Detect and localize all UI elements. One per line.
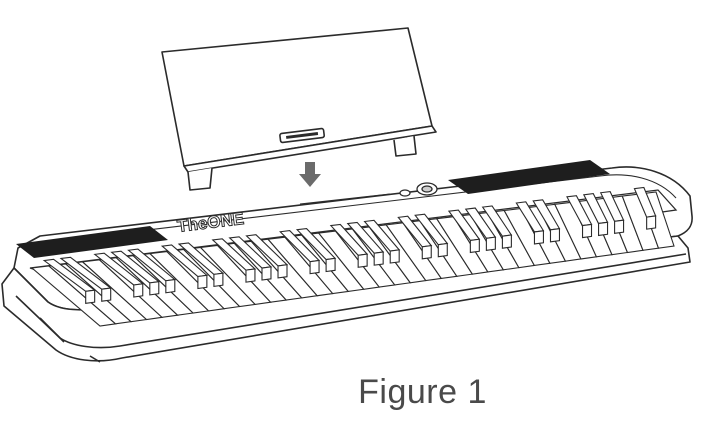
black-key-front: [197, 274, 208, 290]
black-key-front: [501, 234, 512, 249]
arrow-shaft: [305, 162, 315, 176]
figure-caption: Figure 1: [0, 372, 705, 412]
volume-knob-inner: [421, 185, 433, 193]
black-key-front: [469, 238, 480, 254]
black-key-front: [325, 257, 336, 273]
black-key-front: [581, 223, 593, 239]
black-key-front: [85, 289, 96, 304]
speaker-grilles: [16, 160, 610, 258]
black-key-front: [421, 244, 432, 260]
black-key-front: [101, 287, 112, 302]
black-key-front: [389, 249, 400, 264]
black-key-front: [245, 268, 256, 283]
black-key-front: [261, 266, 272, 281]
black-key-front: [437, 242, 448, 258]
black-key-front: [646, 215, 657, 230]
black-key-front: [133, 283, 144, 298]
piano-keys: [30, 186, 675, 327]
figure-caption-text: Figure 1: [358, 373, 487, 411]
stand-left-foot: [187, 167, 213, 191]
black-key-front: [213, 272, 224, 288]
black-key-front: [549, 228, 561, 243]
black-key-front: [533, 230, 544, 245]
insert-arrow: [299, 162, 321, 187]
black-key-front: [485, 236, 496, 251]
black-key-front: [309, 259, 320, 275]
black-key-front: [373, 251, 384, 266]
stand-right-foot: [393, 135, 417, 157]
left-speaker-grille: [16, 226, 168, 258]
black-key-front: [149, 281, 160, 296]
arrow-head: [299, 174, 321, 187]
black-key-front: [598, 221, 609, 237]
black-key-front: [277, 264, 288, 279]
power-button: [399, 189, 411, 197]
music-stand: [161, 27, 437, 191]
black-key-front: [165, 278, 176, 294]
right-speaker-grille: [448, 160, 610, 194]
control-panel: [299, 182, 438, 205]
black-key-front: [614, 219, 625, 234]
black-key-front: [357, 253, 368, 268]
